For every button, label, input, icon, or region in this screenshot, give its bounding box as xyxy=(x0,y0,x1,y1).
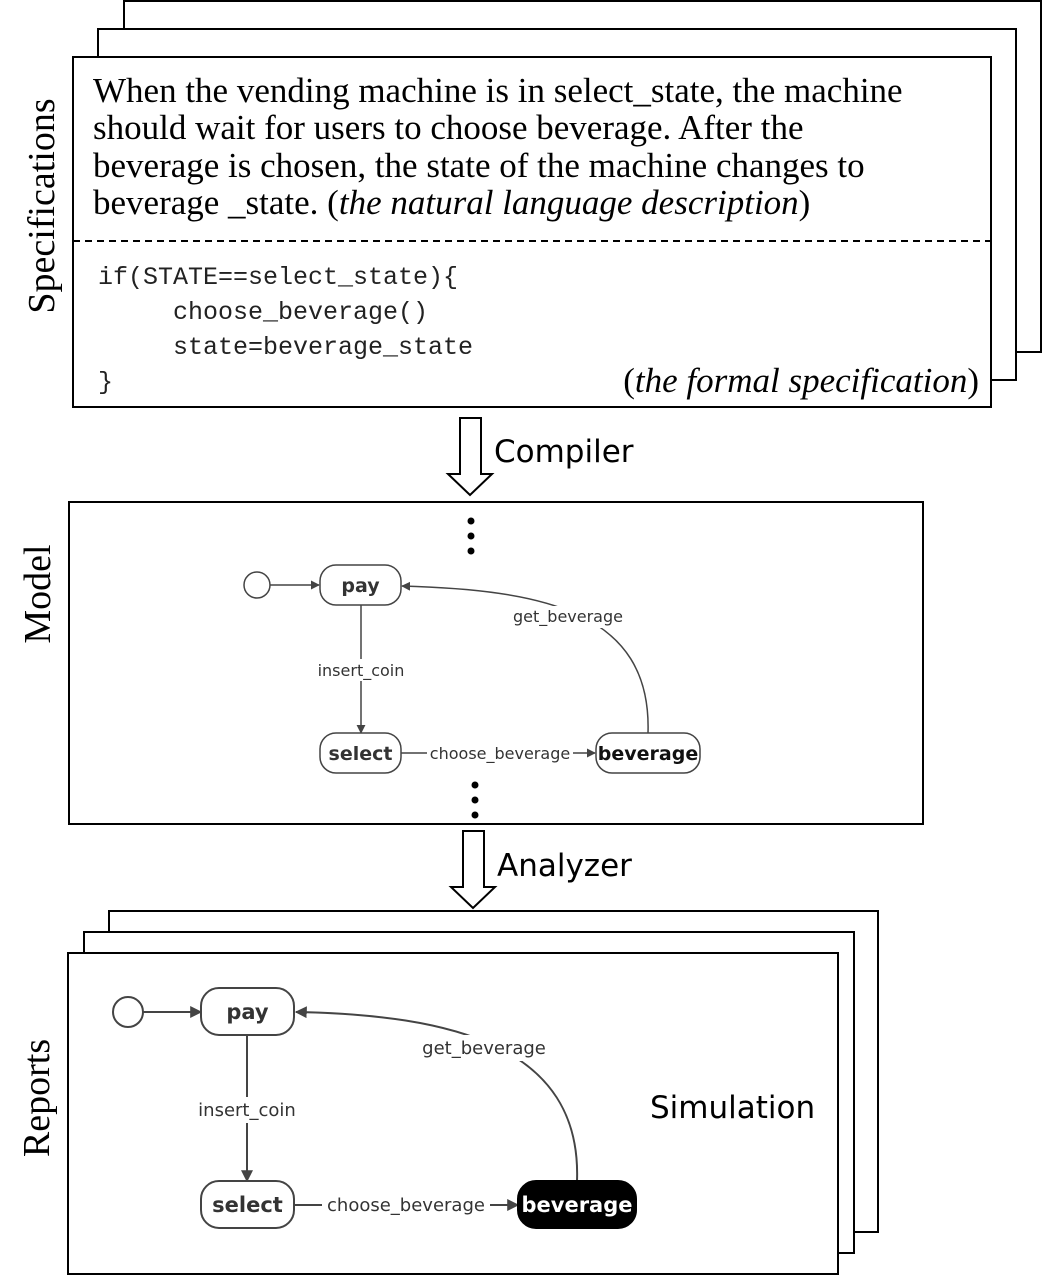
code-line-4: } xyxy=(98,368,113,397)
compiler-arrow-icon xyxy=(445,417,495,497)
svg-text:select: select xyxy=(212,1193,283,1217)
formal-specification-code: if(STATE==select_state){ choose_beverage… xyxy=(98,263,473,397)
analyzer-arrow: Analyzer xyxy=(448,830,632,910)
model-state-beverage: beverage xyxy=(595,732,701,774)
spec-sheet-back xyxy=(123,0,1042,353)
simulation-label: Simulation xyxy=(650,1090,815,1126)
specifications-label: Specifications xyxy=(21,98,63,313)
report-sheet-back xyxy=(108,910,879,1233)
specifications-section: Specifications When the vending machine … xyxy=(21,0,1042,408)
reports-section: Reports insert_coin choose_beverage get_… xyxy=(16,910,879,1275)
model-state-pay: pay xyxy=(319,564,402,606)
model-label: Model xyxy=(17,544,59,643)
model-box xyxy=(68,501,924,825)
model-state-select: select xyxy=(319,732,402,774)
report-state-pay: pay xyxy=(200,987,295,1036)
svg-text:beverage: beverage xyxy=(521,1193,632,1217)
report-initial-state xyxy=(112,996,144,1028)
reports-label: Reports xyxy=(16,1039,58,1157)
natural-language-description: When the vending machine is in select_st… xyxy=(93,71,903,222)
model-ellipsis-top xyxy=(467,517,475,555)
report-sheet-middle xyxy=(83,931,855,1254)
compiler-arrow: Compiler xyxy=(445,417,634,497)
model-ellipsis-bottom xyxy=(471,781,479,819)
nl-caption: the natural language description xyxy=(339,183,799,222)
spec-sheet-middle xyxy=(97,28,1017,381)
model-label-get-beverage: get_beverage xyxy=(513,607,623,627)
formal-spec-caption: (the formal specification) xyxy=(623,361,979,400)
spec-sheet-front xyxy=(72,56,992,408)
nl-line-4: beverage _state. (the natural language d… xyxy=(93,183,810,222)
svg-text:pay: pay xyxy=(226,1000,269,1024)
report-state-select: select xyxy=(200,1180,295,1229)
report-state-beverage-highlighted: beverage xyxy=(517,1180,637,1229)
model-label-choose-beverage: choose_beverage xyxy=(430,744,570,764)
svg-text:beverage: beverage xyxy=(598,743,698,765)
report-label-get-beverage: get_beverage xyxy=(422,1038,546,1059)
report-label-choose-beverage: choose_beverage xyxy=(327,1195,485,1216)
code-line-3: state=beverage_state xyxy=(98,333,473,362)
svg-text:pay: pay xyxy=(341,575,380,597)
model-section: Model insert_coin choose_beverage get_be… xyxy=(17,501,924,825)
analyzer-arrow-icon xyxy=(448,830,498,910)
nl-line-2: should wait for users to choose beverage… xyxy=(93,108,803,147)
model-initial-state xyxy=(243,571,271,599)
svg-text:select: select xyxy=(329,743,393,765)
compiler-label: Compiler xyxy=(494,434,634,470)
analyzer-label: Analyzer xyxy=(497,848,632,884)
report-label-insert-coin: insert_coin xyxy=(198,1100,296,1121)
code-line-2: choose_beverage() xyxy=(98,298,428,327)
model-label-insert-coin: insert_coin xyxy=(318,661,405,681)
nl-line-1: When the vending machine is in select_st… xyxy=(93,71,903,110)
code-line-1: if(STATE==select_state){ xyxy=(98,263,458,292)
nl-line-3: beverage is chosen, the state of the mac… xyxy=(93,146,865,185)
